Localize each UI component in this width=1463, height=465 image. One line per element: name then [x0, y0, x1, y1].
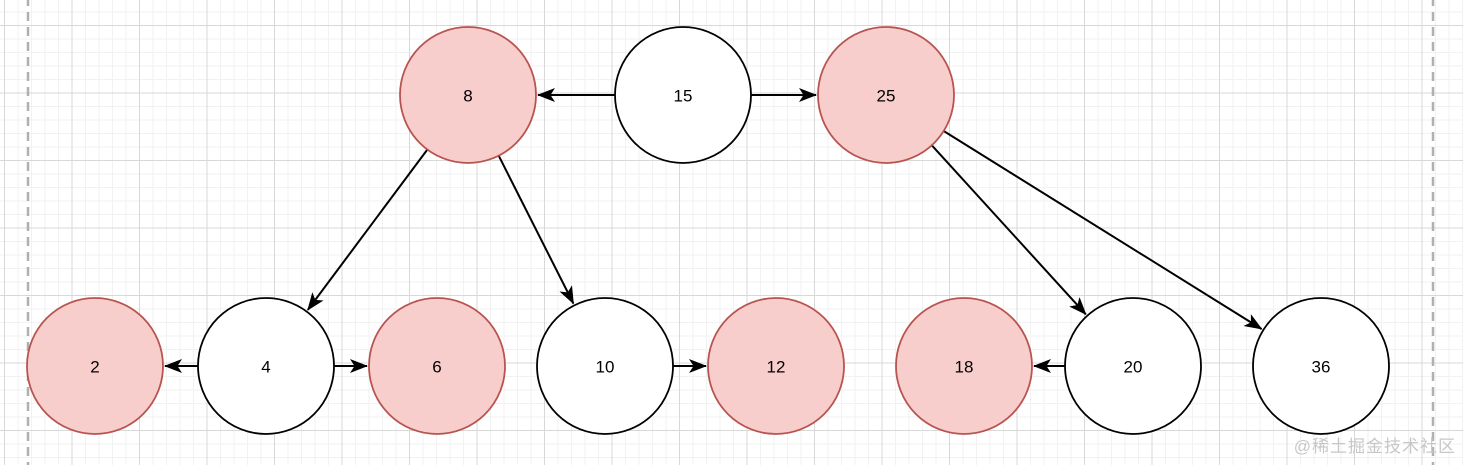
node-circle [399, 26, 537, 164]
node-label: 36 [1312, 358, 1331, 377]
node-label: 10 [596, 358, 615, 377]
edge-group [164, 88, 1263, 373]
node-label: 8 [463, 87, 472, 106]
node-label: 20 [1124, 358, 1143, 377]
tree-node-4: 4 [197, 297, 335, 435]
tree-node-18: 18 [895, 297, 1033, 435]
boundary-lines [26, 0, 1435, 465]
node-label: 15 [674, 87, 693, 106]
node-circle [368, 297, 506, 435]
tree-node-25: 25 [817, 26, 955, 164]
node-label: 4 [261, 358, 270, 377]
node-circle [536, 297, 674, 435]
node-circle [614, 26, 752, 164]
node-label: 25 [877, 87, 896, 106]
edge-8-to-10 [497, 155, 575, 305]
edge-8-to-4 [306, 148, 429, 311]
node-circle [895, 297, 1033, 435]
watermark-text: @稀土掘金技术社区 [1293, 437, 1456, 456]
node-group: 8 15 25 2 4 6 10 12 18 20 36 [26, 26, 1390, 435]
node-circle [1064, 297, 1202, 435]
node-circle [817, 26, 955, 164]
node-circle [1252, 297, 1390, 435]
node-label: 2 [90, 358, 99, 377]
node-circle [707, 297, 845, 435]
tree-node-15: 15 [614, 26, 752, 164]
tree-node-2: 2 [26, 297, 164, 435]
tree-node-12: 12 [707, 297, 845, 435]
tree-node-10: 10 [536, 297, 674, 435]
tree-node-6: 6 [368, 297, 506, 435]
edge-25-to-20 [931, 144, 1087, 316]
tree-node-36: 36 [1252, 297, 1390, 435]
tree-node-20: 20 [1064, 297, 1202, 435]
node-label: 12 [767, 358, 786, 377]
tree-node-8: 8 [399, 26, 537, 164]
node-circle [197, 297, 335, 435]
edge-25-to-36 [943, 130, 1263, 330]
node-circle [26, 297, 164, 435]
node-label: 18 [955, 358, 974, 377]
node-label: 6 [432, 358, 441, 377]
